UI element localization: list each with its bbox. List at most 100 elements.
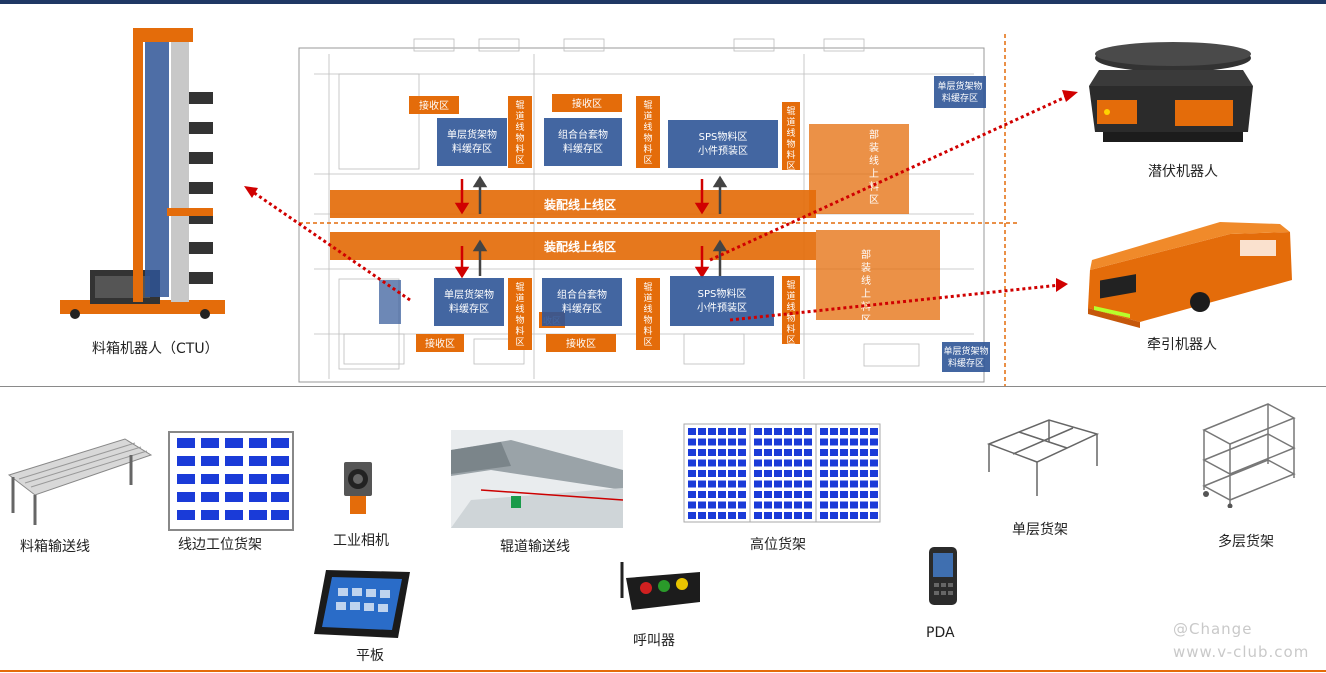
assembly-line-zone-bottom: 装配线上线区 xyxy=(543,239,616,254)
svg-text:线: 线 xyxy=(786,127,795,139)
svg-text:物: 物 xyxy=(786,312,795,324)
section-divider xyxy=(0,386,1326,387)
roller-zone-bottom-1: 辊 道 线 物 料 区 xyxy=(515,281,524,348)
watermark-line1: @Change xyxy=(1173,620,1253,638)
high-rack-icon xyxy=(683,423,881,523)
svg-text:上: 上 xyxy=(861,288,871,300)
svg-text:道: 道 xyxy=(643,292,652,304)
svg-text:区: 区 xyxy=(786,335,795,346)
roller-line-icon xyxy=(451,430,623,528)
svg-text:区: 区 xyxy=(869,194,879,206)
subassembly-zone-bottom: 部 装 线 上 料 区 xyxy=(861,248,871,326)
factory-layout-diagram: 接收区 单层货架物 料缓存区 辊 道 线 物 料 区 接收区 组合台套物 料缓存… xyxy=(298,34,1019,386)
svg-text:物: 物 xyxy=(515,314,524,326)
subassembly-zone-top: 部 装 线 上 料 区 xyxy=(869,128,879,206)
conveyor-icon xyxy=(7,438,153,525)
bottom-accent-bar xyxy=(0,670,1326,672)
watermark-line2: www.v-club.com xyxy=(1173,643,1310,661)
sps-zone-bottom-l2: 小件预装区 xyxy=(697,301,747,314)
lineside-rack-label: 线边工位货架 xyxy=(178,537,262,553)
assembly-line-zone-top: 装配线上线区 xyxy=(543,197,616,212)
roller-zone-top-1: 辊 道 线 物 料 区 xyxy=(515,99,524,166)
svg-text:区: 区 xyxy=(643,337,652,348)
svg-text:线: 线 xyxy=(643,303,652,315)
single-rack-buffer-br-l1: 单层货架物 xyxy=(943,345,988,357)
single-rack-buffer-tr-l2: 料缓存区 xyxy=(942,92,978,104)
multi-rack-label: 多层货架 xyxy=(1218,534,1274,550)
single-rack-buffer-top-l1: 单层货架物 xyxy=(447,128,497,141)
roller-zone-top-3: 辊 道 线 物 料 区 xyxy=(786,105,795,172)
svg-text:料: 料 xyxy=(515,325,524,337)
single-rack-buffer-br-l2: 料缓存区 xyxy=(948,357,984,369)
svg-text:线: 线 xyxy=(515,303,524,315)
camera-label: 工业相机 xyxy=(333,533,389,549)
svg-text:区: 区 xyxy=(515,337,524,348)
svg-text:辊: 辊 xyxy=(515,99,524,111)
latent-robot-label: 潜伏机器人 xyxy=(1148,164,1218,180)
svg-text:线: 线 xyxy=(861,274,871,287)
svg-text:物: 物 xyxy=(643,314,652,326)
receiving-zone-top-1: 接收区 xyxy=(419,99,449,112)
roller-zone-bottom-3: 辊 道 线 物 料 区 xyxy=(786,279,795,346)
single-rack-icon xyxy=(986,419,1100,496)
svg-text:辊: 辊 xyxy=(515,281,524,293)
ctu-robot-label: 料箱机器人（CTU） xyxy=(92,341,219,357)
roller-line-label: 辊道输送线 xyxy=(500,539,570,555)
caller-icon xyxy=(620,562,700,610)
svg-text:线: 线 xyxy=(515,121,524,133)
receiving-zone-top-2: 接收区 xyxy=(572,97,602,110)
svg-text:料: 料 xyxy=(869,180,879,193)
pda-icon xyxy=(929,547,957,605)
svg-text:料: 料 xyxy=(643,325,652,337)
svg-text:装: 装 xyxy=(861,261,871,274)
high-rack-label: 高位货架 xyxy=(750,537,806,553)
sps-zone-top-l2: 小件预装区 xyxy=(698,144,748,157)
top-accent-bar xyxy=(0,0,1326,4)
svg-text:道: 道 xyxy=(786,116,795,128)
rack-icon xyxy=(168,431,294,531)
svg-text:料: 料 xyxy=(786,149,795,161)
svg-text:线: 线 xyxy=(869,154,879,167)
svg-text:料: 料 xyxy=(643,143,652,155)
svg-text:部: 部 xyxy=(861,248,871,261)
svg-text:物: 物 xyxy=(643,132,652,144)
svg-text:料: 料 xyxy=(515,143,524,155)
single-rack-buffer-tr-l1: 单层货架物 xyxy=(937,80,982,92)
svg-text:线: 线 xyxy=(643,121,652,133)
multi-rack-icon xyxy=(1202,403,1296,508)
svg-text:区: 区 xyxy=(786,161,795,172)
single-rack-label: 单层货架 xyxy=(1012,522,1068,538)
svg-text:线: 线 xyxy=(786,301,795,313)
svg-text:道: 道 xyxy=(515,292,524,304)
single-rack-buffer-bottom-l2: 料缓存区 xyxy=(449,302,489,315)
svg-text:区: 区 xyxy=(861,314,871,326)
svg-text:辊: 辊 xyxy=(786,105,795,117)
conveyor-label: 料箱输送线 xyxy=(20,539,90,555)
tablet-icon xyxy=(314,570,410,638)
svg-text:区: 区 xyxy=(643,155,652,166)
single-rack-buffer-bottom-l1: 单层货架物 xyxy=(444,288,494,301)
combo-buffer-top-l2: 料缓存区 xyxy=(563,142,603,155)
tow-robot-label: 牵引机器人 xyxy=(1147,337,1217,353)
svg-text:物: 物 xyxy=(786,138,795,150)
svg-text:道: 道 xyxy=(786,290,795,302)
svg-text:道: 道 xyxy=(515,110,524,122)
svg-text:道: 道 xyxy=(643,110,652,122)
sps-zone-top-l1: SPS物料区 xyxy=(699,130,748,143)
latent-robot-icon xyxy=(1089,42,1253,142)
receiving-zone-bottom-2: 接收区 xyxy=(566,337,596,350)
ctu-robot-icon xyxy=(60,28,225,319)
robot-connector-arrows xyxy=(244,90,1078,322)
svg-text:区: 区 xyxy=(515,155,524,166)
receiving-zone-bottom-1: 接收区 xyxy=(425,337,455,350)
roller-zone-bottom-2: 辊 道 线 物 料 区 xyxy=(643,281,652,348)
svg-text:上: 上 xyxy=(869,168,879,180)
combo-buffer-bottom-l2: 料缓存区 xyxy=(562,302,602,315)
combo-buffer-bottom-l1: 组合台套物 xyxy=(557,288,607,301)
svg-text:部: 部 xyxy=(869,128,879,141)
combo-buffer-top-l1: 组合台套物 xyxy=(558,128,608,141)
svg-text:装: 装 xyxy=(869,141,879,154)
caller-label: 呼叫器 xyxy=(633,633,675,649)
sps-zone-bottom-l1: SPS物料区 xyxy=(698,287,747,300)
svg-text:料: 料 xyxy=(786,323,795,335)
